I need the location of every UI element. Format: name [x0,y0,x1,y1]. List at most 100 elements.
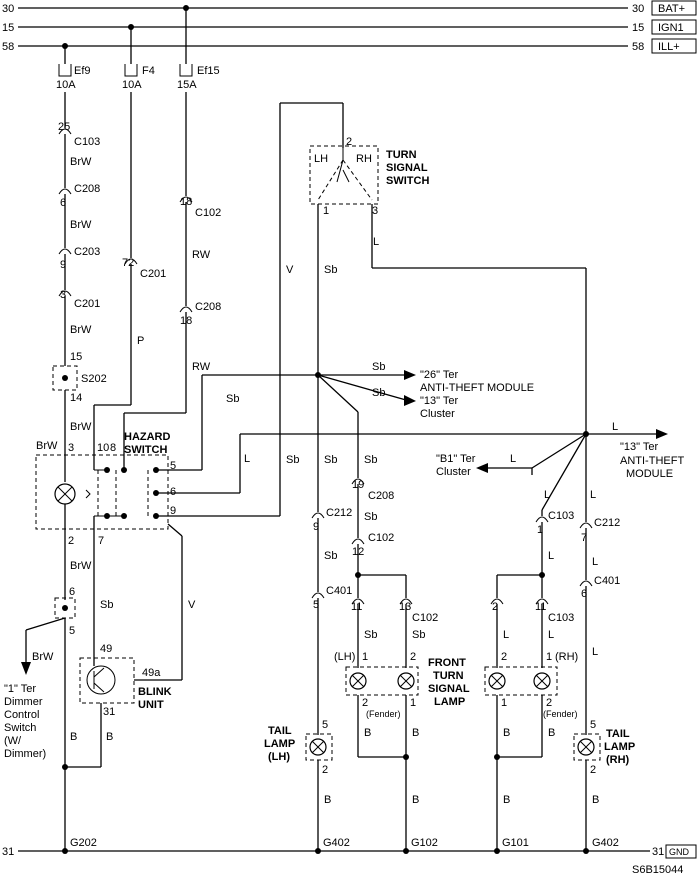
conn-11a: 11 [351,601,362,613]
tail-rh-title-1: TAIL [606,728,630,740]
wire-b-fl3: B [412,794,419,806]
blink-pin-49: 49 [100,643,112,655]
conn-25: 25 [58,121,70,133]
wire-sb-blink: Sb [100,599,113,611]
wire-l-rt3: L [592,646,598,658]
hazard-pin-5: 5 [170,460,176,472]
wire-l-fr2: L [548,629,554,641]
rail-30-left: 30 [2,3,14,15]
conn-c208: C208 [74,183,100,195]
ref-terb1: "B1" Ter [436,453,476,465]
turn-pin-1: 1 [323,205,329,217]
dimmer-ref-3: Control [4,709,39,721]
conn-9b: 9 [313,521,319,533]
conn-3: 3 [60,289,66,301]
tail-rh-title-3: (RH) [606,754,630,766]
conn-7: 7 [581,532,587,544]
wire-l-cluster: L [510,453,516,465]
conn-c102: C102 [195,207,221,219]
ref-ter13: "13" Ter [420,395,459,407]
front-lh-pin1b: 1 [410,697,416,709]
turn-pin-2: 2 [346,136,352,148]
wire-sb-ref1: Sb [372,361,385,373]
conn-2c: 2 [492,601,498,613]
wire-brw-2: BrW [70,219,92,231]
turn-rh: RH [356,153,372,165]
diagram-code: S6B15044 [632,864,683,876]
blink-pin-31: 31 [103,706,115,718]
wire-sb-lh2: Sb [324,550,337,562]
left-column-wire: 25 C103 BrW C208 6 BrW C203 9 3 C201 BrW… [52,92,107,482]
conn-1c: 1 [537,524,543,536]
blink-pin-49a: 49a [142,667,161,679]
wire-l-rt: L [590,489,596,501]
front-title-3: SIGNAL [428,683,470,695]
ref-cluster-b: Cluster [436,466,471,478]
wire-brw-6: BrW [70,560,92,572]
front-lamp-title: FRONT TURN SIGNAL LAMP [428,657,470,708]
hazard-pin-6: 6 [170,486,176,498]
blink-title-1: BLINK [138,686,172,698]
wire-b-fl2: B [412,727,419,739]
tail-lh-title-1: TAIL [268,725,292,737]
conn-5b: 5 [313,599,319,611]
conn-c103b: C103 [548,510,574,522]
tail-lh-pin2: 2 [322,764,328,776]
wire-sb-ref2: Sb [372,387,385,399]
wire-b-fl1: B [364,727,371,739]
front-rh-fender: (Fender) [543,709,578,719]
rail-58-left: 58 [2,41,14,53]
wire-brw-7: BrW [32,651,54,663]
turn-pin-3: 3 [372,205,378,217]
hazard-pin-2: 2 [68,535,74,547]
dimmer-ref-2: Dimmer [4,696,43,708]
wire-sb-fr1: Sb [364,454,377,466]
wire-brw-4: BrW [70,421,92,433]
front-rh-pin1b: 1 [501,697,507,709]
hazard-pin-8: 8 [110,442,116,454]
wire-sb-hz2: Sb [286,454,299,466]
f4-branch: 72 C201 P [93,92,166,470]
rail-15-right: 15 [632,22,644,34]
hazard-title-1: HAZARD [124,431,170,443]
fuses: Ef9 10A F4 10A Ef15 15A [56,8,220,91]
wire-l-rf: L [544,489,550,501]
dimmer-ref-5: (W/ [4,735,22,747]
sb-junction: Sb Sb "26" Ter ANTI-THEFT MODULE Sb "13"… [201,361,534,478]
wire-sb-fl1: Sb [364,629,377,641]
wire-brw-5: BrW [36,440,58,452]
wire-sb-fr2: Sb [364,511,377,523]
hazard-pin-10: 10 [97,442,109,454]
wire-b-blink: B [106,731,113,743]
ref-cluster: Cluster [420,408,455,420]
hazard-l-wire: L L "13" Ter ANTI-THEFT MODULE L "B1" Te… [239,421,684,511]
wire-p: P [137,335,144,347]
wire-v-blink: V [188,599,196,611]
blink-unit: 49 49a 31 BLINK UNIT V Sb B [65,523,196,768]
ground-g101: G101 [502,837,529,849]
ref-antitheft-b1: ANTI-THEFT [620,455,684,467]
wire-b-fr2: B [548,727,555,739]
wire-l-rt2: L [592,556,598,568]
front-rh-pin2: 2 [501,651,507,663]
turn-title-3: SWITCH [386,175,429,187]
bat-label: BAT+ [658,3,685,15]
fuse-ef15-name: Ef15 [197,65,220,77]
ref-ter13b: "13" Ter [620,441,659,453]
hazard-pin-7: 7 [98,535,104,547]
conn-13: 13 [399,601,411,613]
conn-72: 72 [122,257,134,269]
hazard-switch: HAZARD SWITCH BrW 3 10 8 5 6 9 2 7 [35,431,280,655]
conn-c212b: C212 [594,517,620,529]
dimmer-ref-6: Dimmer) [4,748,46,760]
front-rh-label: (RH) [555,651,578,663]
turn-lh: LH [314,153,328,165]
splice-s202: S202 [81,373,107,385]
conn-6: 6 [60,197,66,209]
dimmer-branch: BrW 6 5 BrW "1" Ter Dimmer Control Switc… [4,530,92,851]
front-lh-pin1: 1 [362,651,368,663]
ref-antitheft: ANTI-THEFT MODULE [420,382,534,394]
dim-conn-5: 5 [69,625,75,637]
front-lh-pin2b: 2 [410,651,416,663]
front-lh-pin2: 2 [362,697,368,709]
